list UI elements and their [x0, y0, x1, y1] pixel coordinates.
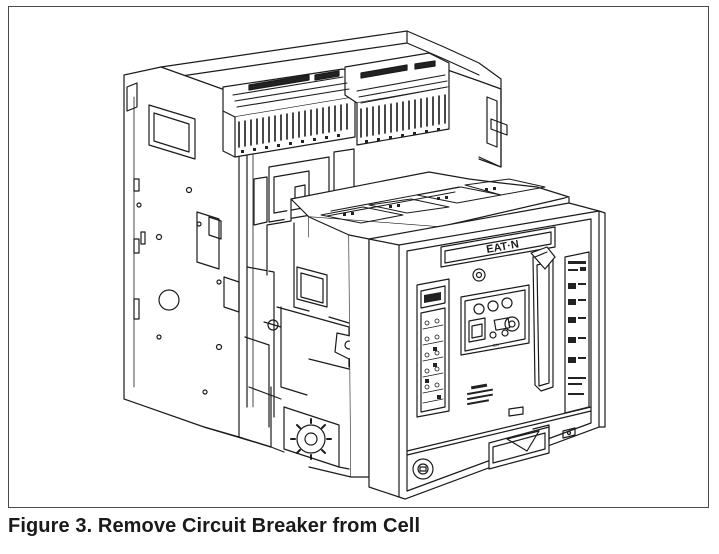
circuit-breaker-illustration: EAT·N	[123, 30, 606, 500]
terminal-blocks	[222, 52, 450, 226]
figure-frame: EAT·N	[8, 6, 709, 508]
front-panel: EAT·N	[368, 202, 606, 500]
eaton-logo: EAT·N	[485, 238, 519, 256]
figure-caption: Figure 3. Remove Circuit Breaker from Ce…	[8, 515, 421, 537]
warning-label	[467, 383, 493, 406]
svg-text:ON: ON	[492, 342, 499, 348]
